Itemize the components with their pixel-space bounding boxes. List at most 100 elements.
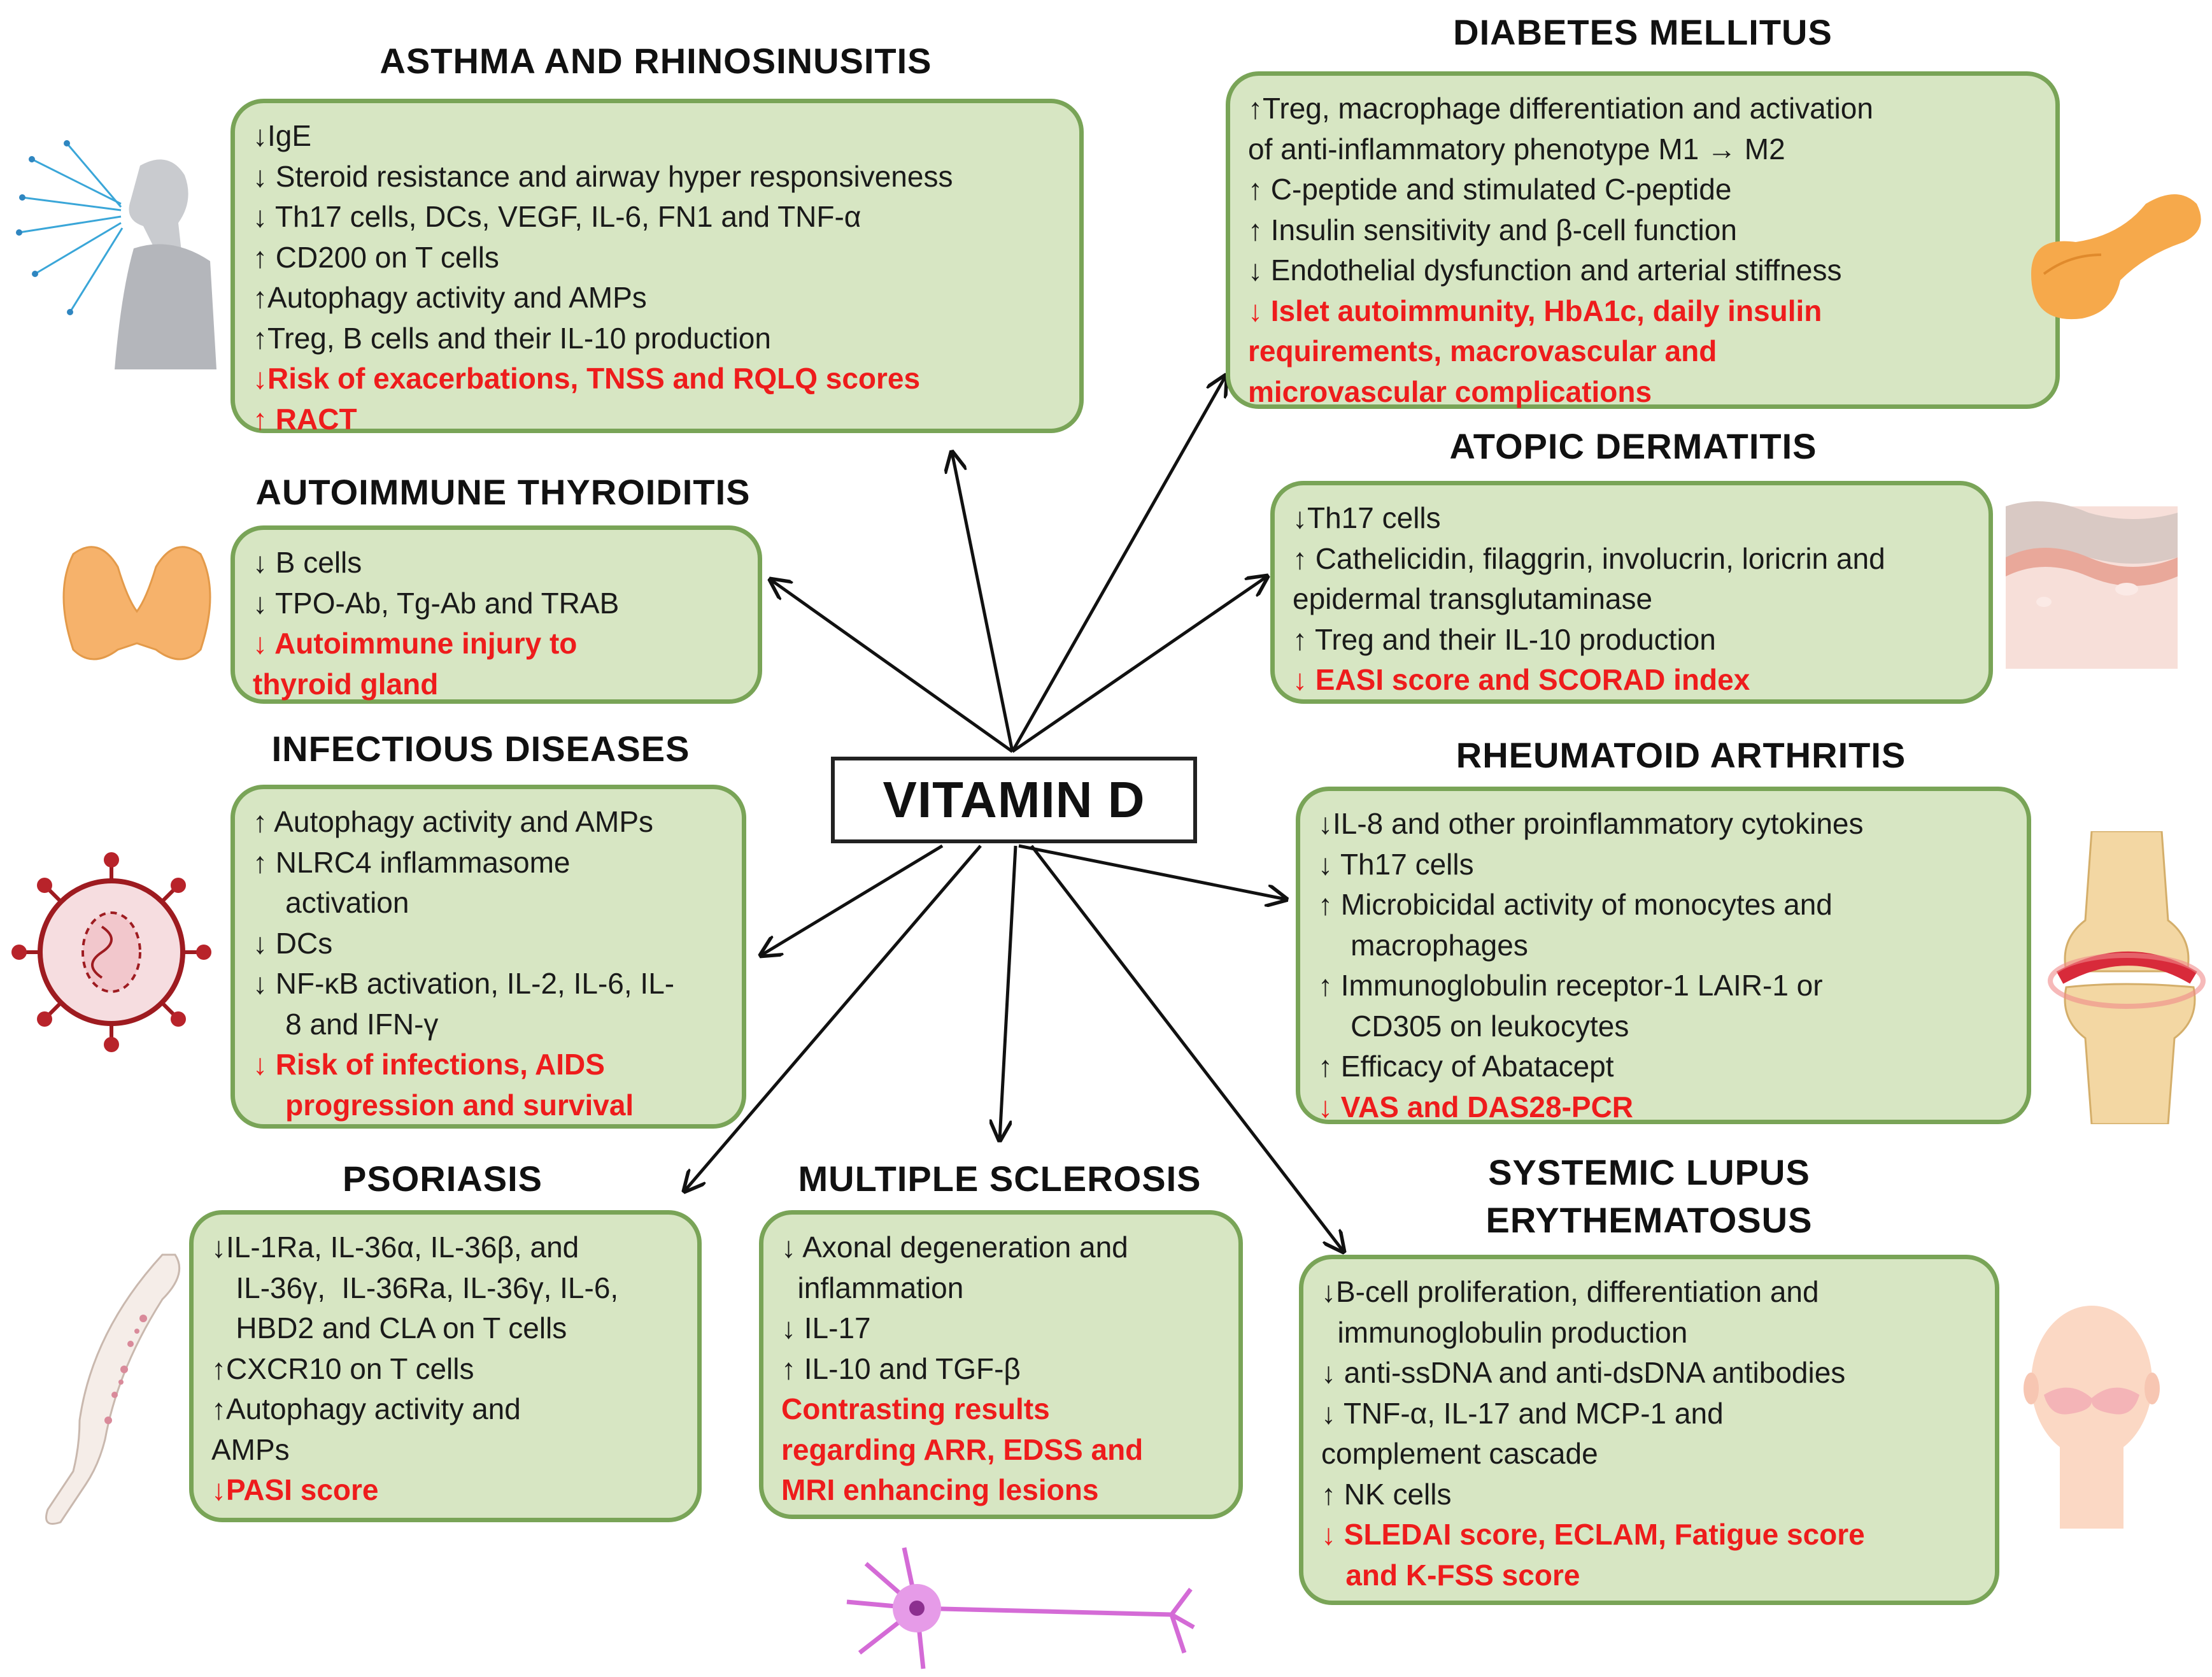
psoriasis-title: PSORIASIS [343,1159,542,1199]
ms-box: ↓ Axonal degeneration and inflammation↓ … [759,1210,1243,1519]
psoriasis-line: IL-36γ, IL-36Ra, IL-36γ, IL-6, [211,1271,619,1304]
asthma-line: ↑ CD200 on T cells [253,240,499,274]
thyroid-line: ↓ B cells [253,546,362,579]
asthma-line: ↑Treg, B cells and their IL-10 productio… [253,321,771,355]
sle-title-line1: SYSTEMIC LUPUS [1488,1152,1810,1192]
atopic-line: ↑ Cathelicidin, filaggrin, involucrin, l… [1293,541,1885,575]
diabetes-title: DIABETES MELLITUS [1453,12,1833,52]
knee-joint-illustration [2048,831,2206,1124]
arrow-to-thyroid [770,580,1014,753]
rheumatoid-line: ↓IL-8 and other proinflammatory cytokine… [1318,807,1864,840]
ms-title: MULTIPLE SCLEROSIS [798,1159,1202,1199]
asthma-line: ↑ RACT [253,402,357,436]
arrow-to-psoriasis [684,845,982,1191]
ms-line: ↓ IL-17 [781,1311,871,1345]
infectious-line: ↓ Risk of infections, AIDS [253,1048,605,1081]
skin-layers-illustration [2006,501,2178,669]
infectious-line: progression and survival [253,1088,634,1122]
thyroid-line: thyroid gland [253,667,439,701]
rheumatoid-line: macrophages [1318,928,1528,962]
ms-line: Contrasting results [781,1392,1050,1425]
arrow-to-diabetes [1010,376,1226,753]
diabetes-line: microvascular complications [1248,375,1652,408]
virus-illustration [11,852,211,1052]
ms-line: MRI enhancing lesions [781,1473,1099,1506]
asthma-line: ↓Risk of exacerbations, TNSS and RQLQ sc… [253,362,921,395]
sle-line: and K-FSS score [1321,1558,1580,1592]
rheumatoid-line: ↓ VAS and DAS28-PCR [1318,1090,1634,1124]
arrow-to-asthma [952,452,1014,752]
diabetes-box: ↑Treg, macrophage differentiation and ac… [1226,71,2060,409]
diabetes-line: ↓ Islet autoimmunity, HbA1c, daily insul… [1248,294,1822,327]
sle-line: immunoglobulin production [1321,1315,1688,1349]
diabetes-line: ↑Treg, macrophage differentiation and ac… [1248,92,1873,125]
infectious-box: ↑ Autophagy activity and AMPs ↑ NLRC4 inf… [230,785,746,1129]
asthma-line: ↓ Th17 cells, DCs, VEGF, IL-6, FN1 and T… [253,200,861,233]
psoriasis-line: ↑CXCR10 on T cells [211,1352,474,1385]
thyroid-title: AUTOIMMUNE THYROIDITIS [255,472,751,512]
rheumatoid-line: ↓ Th17 cells [1318,847,1474,881]
infectious-title: INFECTIOUS DISEASES [271,729,690,769]
asthma-box: ↓IgE ↓ Steroid resistance and airway hype… [230,99,1084,436]
arrow-to-infectious [761,844,944,955]
rheumatoid-title: RHEUMATOID ARTHRITIS [1456,735,1906,775]
psoriasis-line: AMPs [211,1432,290,1466]
ms-line: regarding ARR, EDSS and [781,1432,1144,1466]
arrow-to-ms [1000,845,1017,1140]
sle-line: ↓ SLEDAI score, ECLAM, Fatigue score [1321,1518,1865,1551]
rheumatoid-line: ↑ Microbicidal activity of monocytes and [1318,888,1833,921]
infectious-line: ↑ NLRC4 inflammasome [253,845,571,879]
sle-line: ↓ TNF-α, IL-17 and MCP-1 and [1321,1396,1724,1430]
psoriasis-line: ↓PASI score [211,1473,379,1506]
diabetes-line: requirements, macrovascular and [1248,334,1717,368]
sle-line: complement cascade [1321,1437,1598,1470]
arm-psoriasis-illustration [45,1253,181,1525]
arrow-to-atopic [1011,576,1267,753]
pancreas-illustration [2031,194,2201,320]
psoriasis-line: ↓IL-1Ra, IL-36α, IL-36β, and [211,1231,579,1264]
infectious-line: ↑ Autophagy activity and AMPs [253,805,654,838]
person-sneezing-illustration [16,140,216,369]
sle-line: ↑ NK cells [1321,1477,1452,1511]
atopic-line: ↓ EASI score and SCORAD index [1293,663,1750,696]
infectious-line: 8 and IFN-γ [253,1007,439,1041]
sle-box: ↓B-cell proliferation, differentiation a… [1299,1255,1999,1605]
atopic-box: ↓Th17 cells ↑ Cathelicidin, filaggrin, in… [1270,481,1993,704]
infectious-line: ↓ DCs [253,926,333,960]
sle-line: ↓ anti-ssDNA and anti-dsDNA antibodies [1321,1356,1846,1389]
psoriasis-line: ↑Autophagy activity and [211,1392,521,1425]
diabetes-line: ↑ Insulin sensitivity and β-cell functio… [1248,213,1737,246]
asthma-line: ↓ Steroid resistance and airway hyper re… [253,159,953,193]
infectious-line: ↓ NF-κB activation, IL-2, IL-6, IL- [253,967,675,1000]
diabetes-line: of anti-inflammatory phenotype M1 → M2 [1248,132,1785,166]
rheumatoid-line: ↑ Efficacy of Abatacept [1318,1050,1614,1083]
asthma-line: ↓IgE [253,119,312,152]
thyroid-box: ↓ B cells ↓ TPO-Ab, Tg-Ab and TRAB ↓ Autoi… [230,525,762,704]
asthma-title: ASTHMA AND RHINOSINUSITIS [379,41,932,81]
infectious-line: activation [253,886,409,919]
ms-line: ↑ IL-10 and TGF-β [781,1352,1021,1385]
face-lupus-rash-illustration [2024,1306,2160,1529]
sle-title-line2: ERYTHEMATOSUS [1485,1200,1813,1240]
sle-line: ↓B-cell proliferation, differentiation a… [1321,1275,1819,1308]
thyroid-line: ↓ Autoimmune injury to [253,627,578,660]
rheumatoid-box: ↓IL-8 and other proinflammatory cytokine… [1296,787,2031,1124]
thyroid-line: ↓ TPO-Ab, Tg-Ab and TRAB [253,586,620,620]
thyroid-gland-illustration [62,546,211,660]
diabetes-line: ↓ Endothelial dysfunction and arterial s… [1248,253,1842,287]
psoriasis-line: HBD2 and CLA on T cells [211,1311,567,1345]
diabetes-line: ↑ C-peptide and stimulated C-peptide [1248,173,1732,206]
atopic-line: ↑ Treg and their IL-10 production [1293,622,1716,656]
rheumatoid-line: ↑ Immunoglobulin receptor-1 LAIR-1 or [1318,969,1823,1002]
neuron-illustration [846,1547,1195,1669]
atopic-title: ATOPIC DERMATITIS [1449,426,1817,466]
rheumatoid-line: CD305 on leukocytes [1318,1009,1629,1043]
asthma-line: ↑Autophagy activity and AMPs [253,281,647,314]
vitamin-d-label: VITAMIN D [831,757,1197,843]
ms-line: inflammation [781,1271,964,1304]
atopic-line: ↓Th17 cells [1293,501,1441,534]
psoriasis-box: ↓IL-1Ra, IL-36α, IL-36β, and IL-36γ, IL-… [189,1210,702,1522]
atopic-line: epidermal transglutaminase [1293,582,1653,615]
